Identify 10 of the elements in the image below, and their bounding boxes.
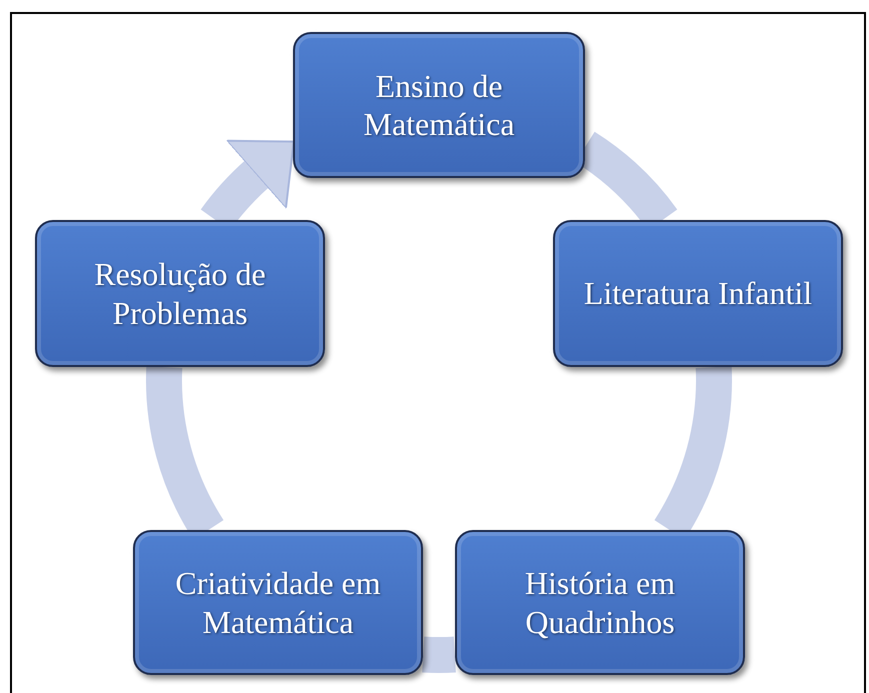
box-label: História em Quadrinhos [524,564,676,641]
box-label: Ensino de Matemática [362,66,516,144]
process-box [35,220,325,367]
box-label: Resolução de Problemas [93,255,267,332]
process-box [455,530,745,675]
process-box [293,32,585,178]
box-label: Literatura Infantil [584,274,812,313]
box-label: Criatividade em Matemática [174,564,382,641]
process-box [133,530,423,675]
process-box [553,220,843,367]
